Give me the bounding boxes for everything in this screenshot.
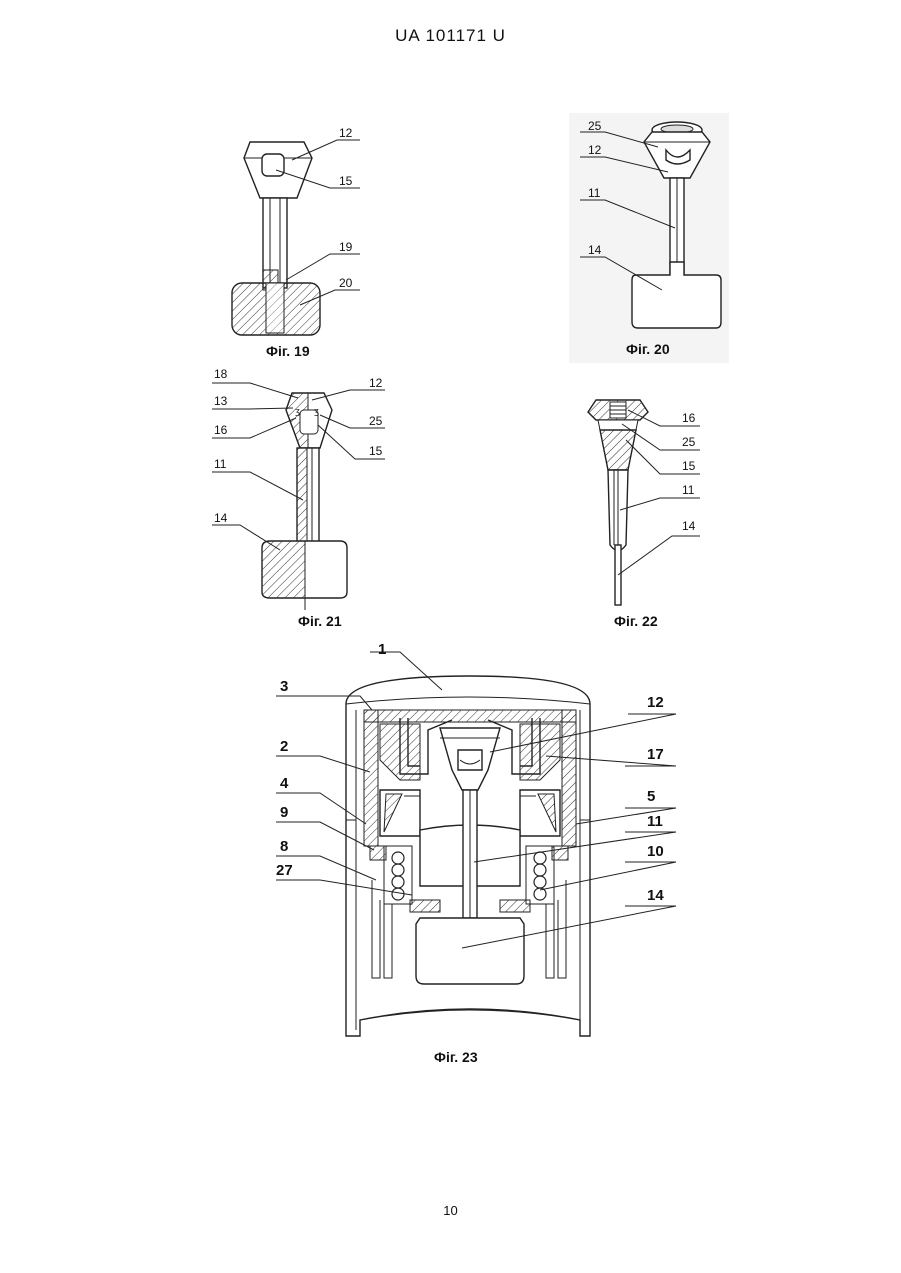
fig20-caption: Фіг. 20 xyxy=(626,341,670,357)
fig20-label-25: 25 xyxy=(588,119,602,133)
fig23-label-2: 2 xyxy=(280,738,288,755)
fig23-label-14: 14 xyxy=(647,887,664,904)
fig20-label-12: 12 xyxy=(588,143,602,157)
page-number: 10 xyxy=(0,1203,901,1218)
fig23-label-10: 10 xyxy=(647,843,664,860)
fig21-caption: Фіг. 21 xyxy=(298,613,342,629)
fig20-label-11: 11 xyxy=(588,186,601,200)
fig19-label-15: 15 xyxy=(339,174,353,188)
fig21-label-15: 15 xyxy=(369,444,383,458)
fig21-label-18: 18 xyxy=(214,367,228,381)
fig23-label-4: 4 xyxy=(280,775,289,792)
fig22-caption: Фіг. 22 xyxy=(614,613,658,629)
fig23-label-3: 3 xyxy=(280,678,288,695)
fig21-drawing: ʒ ʒ 18 12 13 25 16 15 11 14 Фіг. 21 xyxy=(212,367,385,629)
fig19-caption: Фіг. 19 xyxy=(266,343,310,359)
fig22-label-16: 16 xyxy=(682,411,696,425)
fig21-label-13: 13 xyxy=(214,394,228,408)
fig22-label-25: 25 xyxy=(682,435,696,449)
fig23-label-9: 9 xyxy=(280,804,288,821)
fig23-label-27: 27 xyxy=(276,862,293,879)
svg-text:ʒ: ʒ xyxy=(295,407,300,417)
fig23-label-17: 17 xyxy=(647,746,664,763)
fig22-label-11: 11 xyxy=(682,483,695,497)
fig21-label-11: 11 xyxy=(214,457,227,471)
fig19-label-19: 19 xyxy=(339,240,353,254)
fig23-label-5: 5 xyxy=(647,788,655,805)
fig23-label-11: 11 xyxy=(647,813,663,830)
fig22-label-14: 14 xyxy=(682,519,696,533)
fig22-label-15: 15 xyxy=(682,459,696,473)
fig19-label-12: 12 xyxy=(339,126,353,140)
fig21-label-12: 12 xyxy=(369,376,383,390)
fig20-label-14: 14 xyxy=(588,243,602,257)
fig23-caption: Фіг. 23 xyxy=(434,1049,478,1065)
fig23-label-12: 12 xyxy=(647,694,664,711)
fig19-drawing: 12 15 19 20 Фіг. 19 xyxy=(232,126,360,359)
fig21-label-16: 16 xyxy=(214,423,228,437)
fig19-label-20: 20 xyxy=(339,276,353,290)
fig21-label-14: 14 xyxy=(214,511,228,525)
fig23-label-1: 1 xyxy=(378,641,386,658)
fig23-drawing: 1 3 12 2 17 4 5 9 11 8 10 27 14 Фіг. 23 xyxy=(276,641,676,1065)
fig20-drawing: 25 12 11 14 Фіг. 20 xyxy=(569,113,729,363)
fig22-drawing: 16 25 15 11 14 Фіг. 22 xyxy=(588,400,700,629)
svg-text:ʒ: ʒ xyxy=(314,407,319,417)
fig23-label-8: 8 xyxy=(280,838,288,855)
fig21-label-25: 25 xyxy=(369,414,383,428)
